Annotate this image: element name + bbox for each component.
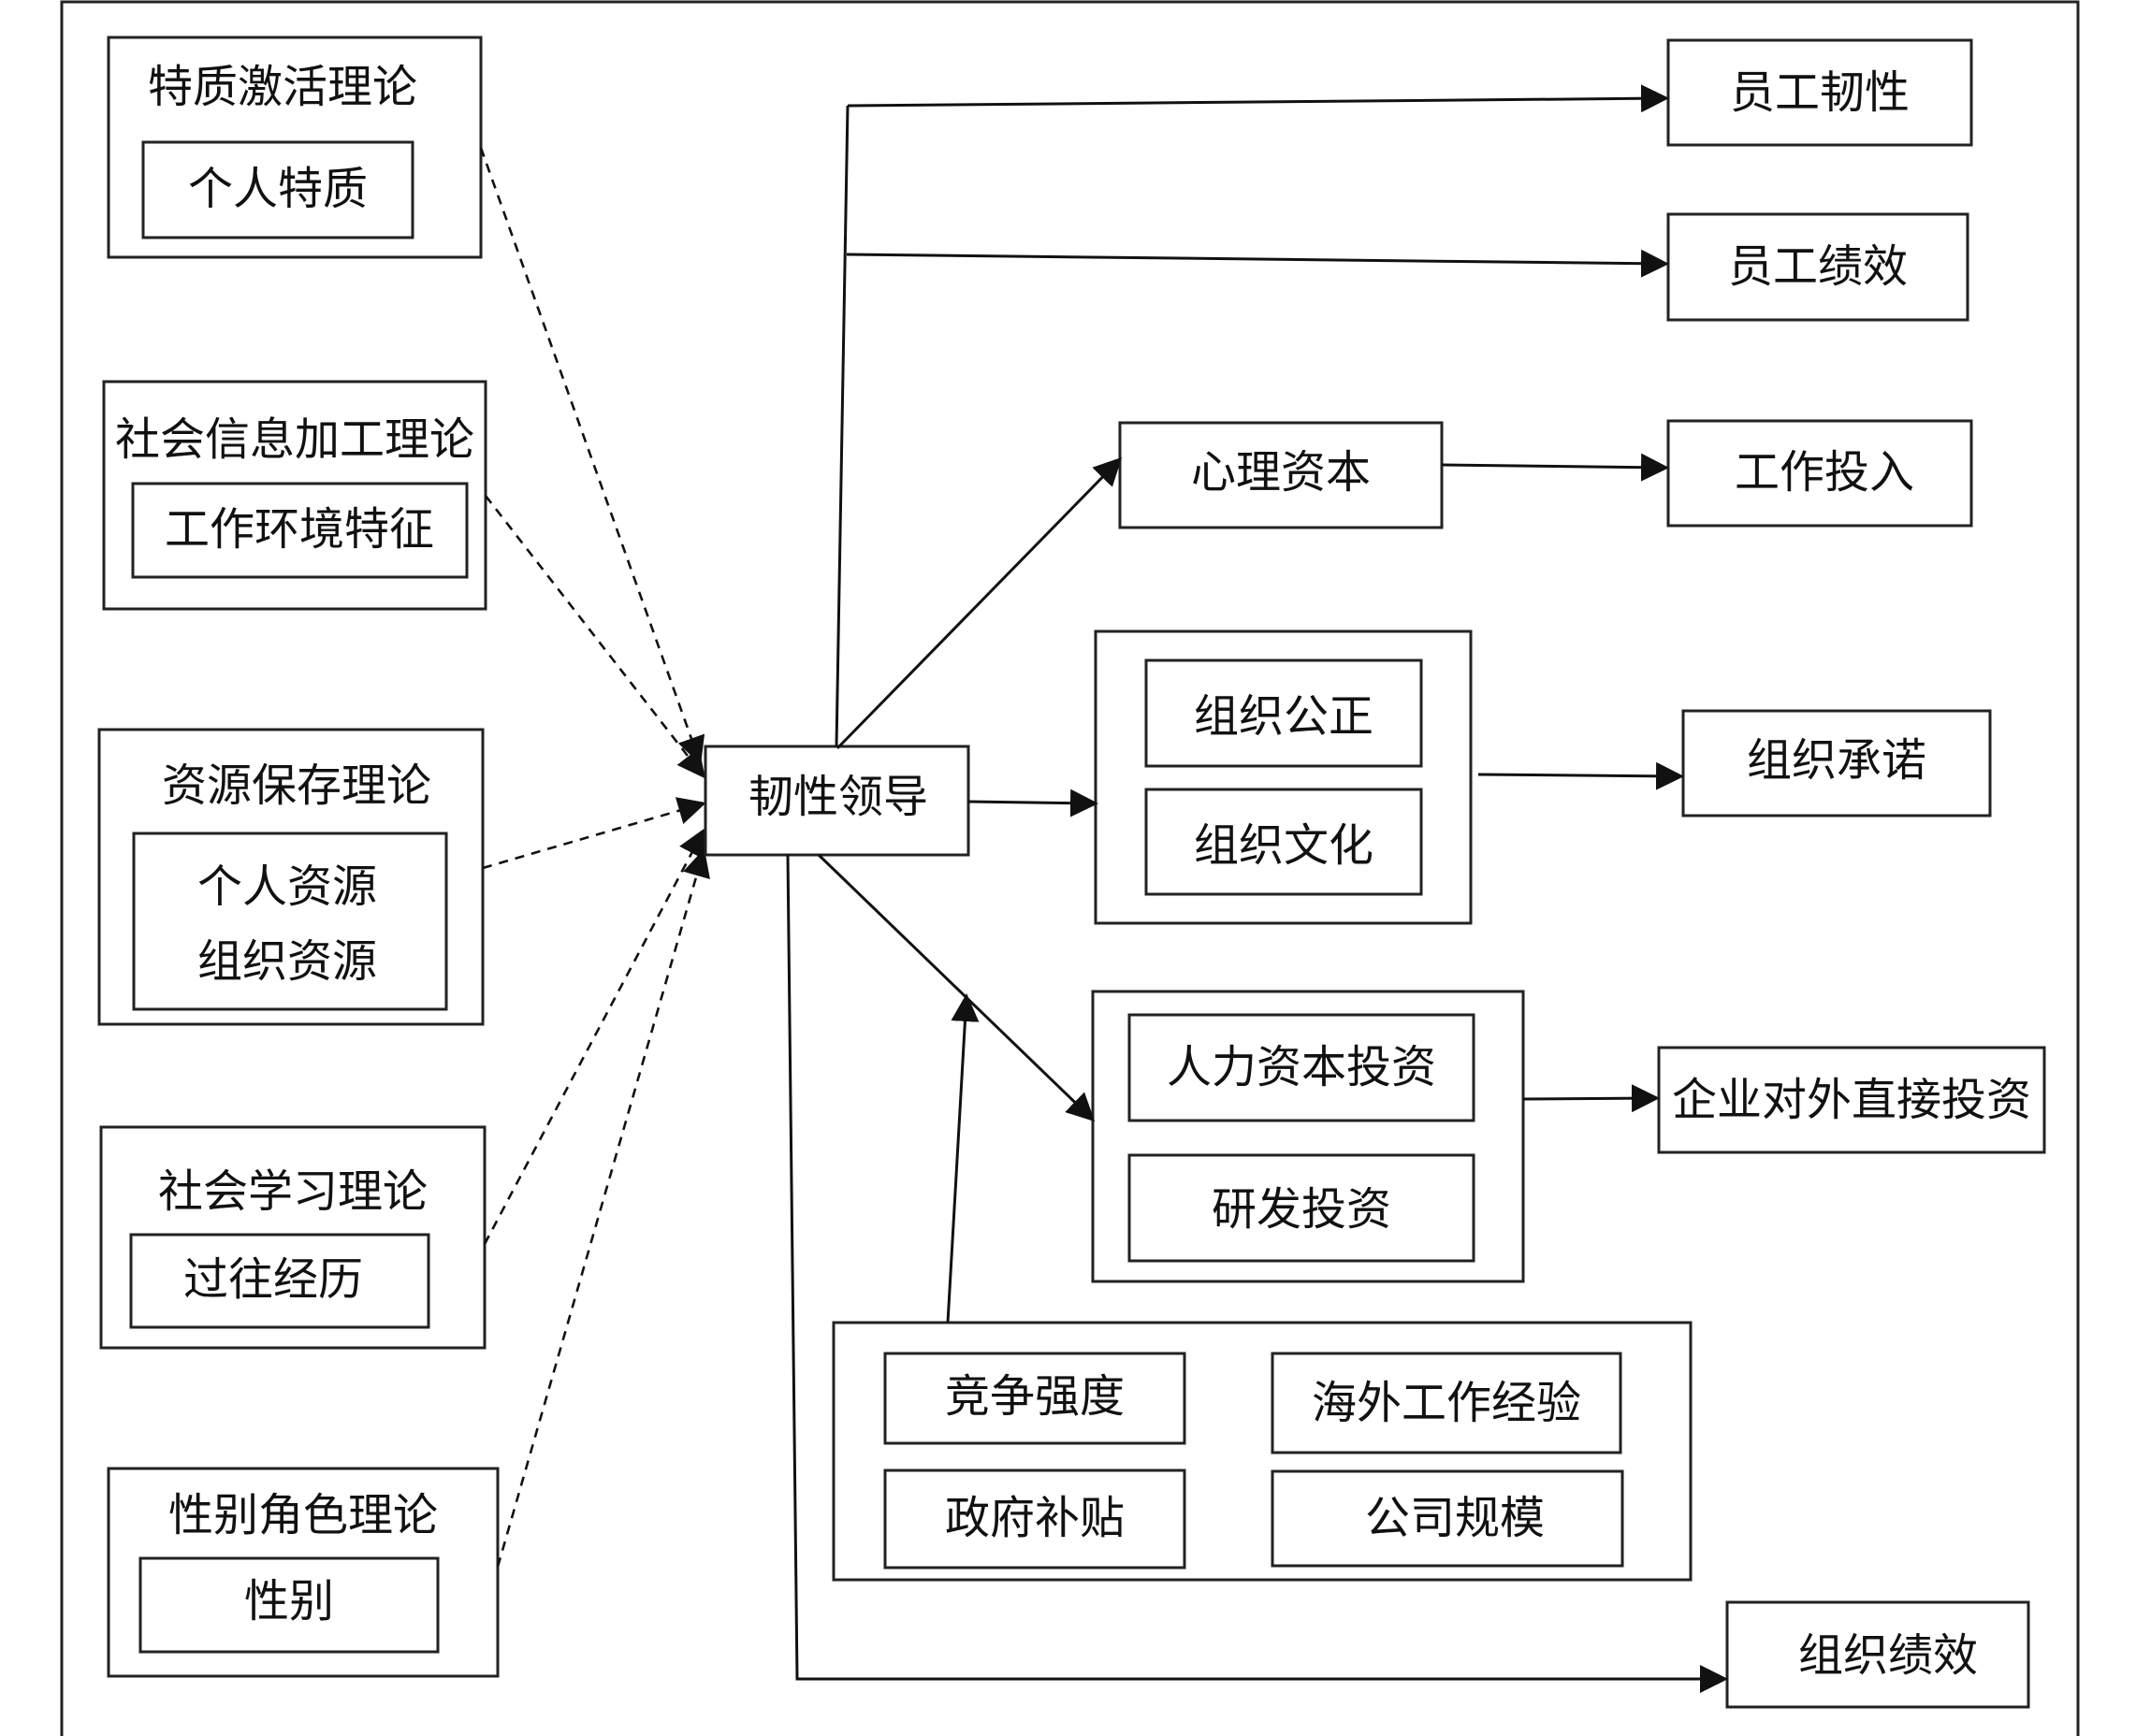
- theory-title: 特质激活理论: [148, 61, 417, 113]
- mediator-item: 组织公正: [1194, 690, 1373, 743]
- arrow-to-employee-performance: [846, 249, 1669, 278]
- outcome-ofdi: 企业对外直接投资: [1657, 1046, 2046, 1154]
- outcome-label: 工作投入: [1735, 446, 1914, 499]
- center-node: 韧性领导: [704, 745, 970, 857]
- outer-frame: [60, 0, 2080, 1736]
- arrow-org-to-commitment: [1477, 761, 1684, 790]
- theory-item: 个人特质: [188, 163, 368, 215]
- theory-trait-activation: 特质激活理论 个人特质: [107, 36, 483, 259]
- outcome-label: 员工韧性: [1730, 66, 1910, 119]
- mediator-psych-capital: 心理资本: [1118, 421, 1444, 529]
- mediator-item: 人力资本投资: [1167, 1041, 1436, 1093]
- moderator-item: 海外工作经验: [1312, 1377, 1581, 1429]
- moderator-arrow: [946, 993, 980, 1324]
- theory-item: 工作环境特征: [165, 503, 434, 556]
- arrow-to-invest-group: [817, 853, 1096, 1122]
- arrow-to-org-group: [967, 788, 1098, 817]
- outcome-label: 组织绩效: [1798, 1629, 1978, 1682]
- moderator-group: 竞争强度 海外工作经验 政府补贴 公司规模: [832, 1321, 1693, 1582]
- outcome-label: 员工绩效: [1728, 240, 1908, 293]
- theory-title: 性别角色理论: [168, 1489, 438, 1541]
- moderator-item: 公司规模: [1365, 1492, 1545, 1544]
- outcome-org-commitment: 组织承诺: [1681, 709, 1992, 817]
- moderator-item: 竞争强度: [945, 1370, 1125, 1423]
- dashed-arrow-social-learning: [483, 828, 705, 1245]
- dashed-arrow-cor: [482, 797, 706, 870]
- theory-social-learning: 社会学习理论 过往经历: [99, 1125, 487, 1350]
- outcome-label: 企业对外直接投资: [1672, 1074, 2031, 1126]
- arrow-to-employee-resilience: [847, 84, 1669, 113]
- outcome-org-performance: 组织绩效: [1725, 1600, 2030, 1709]
- theory-title: 社会学习理论: [158, 1165, 428, 1218]
- theory-item: 个人资源: [197, 861, 377, 913]
- theory-item: 组织资源: [197, 935, 377, 988]
- theory-item: 过往经历: [183, 1253, 363, 1306]
- mediator-item: 组织文化: [1194, 819, 1373, 872]
- dashed-arrow-gender: [496, 848, 710, 1568]
- center-label: 韧性领导: [748, 771, 928, 823]
- theory-arrows: [479, 147, 710, 1568]
- trunk-up: [835, 105, 850, 747]
- dashed-arrow-trait: [479, 147, 705, 765]
- moderator-item: 政府补贴: [945, 1492, 1125, 1544]
- outcome-label: 组织承诺: [1747, 734, 1926, 787]
- mediator-invest-group: 人力资本投资 研发投资: [1091, 990, 1525, 1283]
- mediator-item: 研发投资: [1212, 1183, 1391, 1236]
- arrow-psych-to-engagement: [1441, 453, 1669, 482]
- arrow-to-org-performance: [786, 854, 1728, 1693]
- outcome-employee-performance: 员工绩效: [1666, 212, 1969, 322]
- dashed-arrow-social-info: [484, 495, 705, 779]
- solid-arrows: [786, 84, 1728, 1693]
- theory-gender-role: 性别角色理论 性别: [107, 1467, 500, 1678]
- outcome-employee-resilience: 员工韧性: [1666, 38, 1973, 147]
- outcome-work-engagement: 工作投入: [1666, 419, 1973, 528]
- mediator-label: 心理资本: [1191, 446, 1371, 499]
- theory-conservation-of-resources: 资源保存理论 个人资源 组织资源: [97, 728, 485, 1026]
- theory-item: 性别: [244, 1575, 334, 1628]
- theory-title: 资源保存理论: [162, 760, 431, 812]
- arrow-invest-to-ofdi: [1522, 1084, 1660, 1113]
- arrow-to-psych-capital: [836, 456, 1123, 750]
- theory-social-information-processing: 社会信息加工理论 工作环境特征: [102, 380, 487, 611]
- theory-title: 社会信息加工理论: [115, 413, 474, 466]
- mediator-org-group: 组织公正 组织文化: [1094, 629, 1473, 925]
